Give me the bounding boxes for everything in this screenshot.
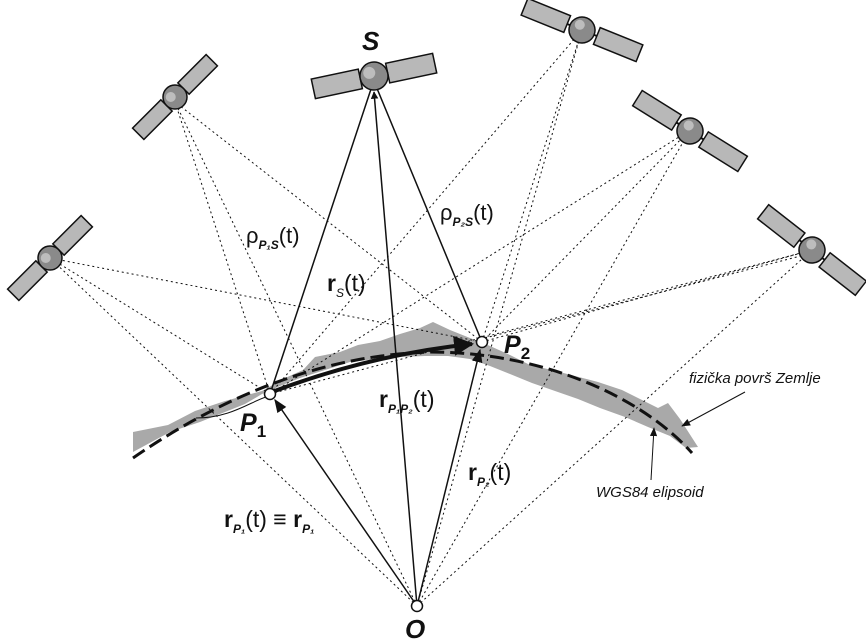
point-p2: [475, 335, 489, 349]
point-origin: [410, 599, 424, 613]
satellite-icon: [520, 0, 644, 63]
annotation-ellipsoid: WGS84 elipsoid: [596, 484, 704, 501]
label-rp1-equiv: rP₁(t) ≡ rP₁: [224, 506, 314, 536]
vector-rho-p1s: [269, 85, 373, 395]
satellite-icon: [756, 203, 866, 297]
wgs84-ellipsoid-curve: [132, 350, 694, 460]
label-satellite-s: S: [362, 26, 380, 56]
annotation-ellipsoid-pointer: [649, 427, 658, 481]
satellite-icon: [310, 52, 438, 100]
label-p2: P2: [504, 331, 530, 363]
vector-rp1p2: [271, 335, 474, 394]
satellite-icon: [131, 53, 219, 141]
vector-rs: [370, 91, 418, 607]
point-p1: [263, 387, 277, 401]
label-rho-p1s: ρP₁S(t): [246, 223, 300, 252]
p1-local-curve: [195, 396, 267, 419]
label-p1: P1: [240, 409, 266, 441]
vector-rp2: [416, 348, 483, 607]
annotation-physical-surface: fizička površ Zemlje: [689, 370, 821, 387]
vector-rp1: [274, 398, 418, 607]
observation-lines: [49, 29, 813, 607]
label-rs: rS(t): [327, 270, 366, 300]
label-rho-p2s: ρP₂S(t): [440, 200, 494, 229]
satellite-icon: [6, 214, 94, 302]
terrain-surface: [133, 322, 698, 452]
annotation-surface-pointer: [681, 391, 746, 427]
satellite-icon: [631, 89, 749, 173]
label-rp1p2: rP₁P₂(t): [379, 386, 434, 416]
label-rp2: rP₂(t): [468, 459, 511, 489]
vector-rho-p2s: [375, 85, 483, 343]
label-origin-o: O: [405, 614, 425, 643]
